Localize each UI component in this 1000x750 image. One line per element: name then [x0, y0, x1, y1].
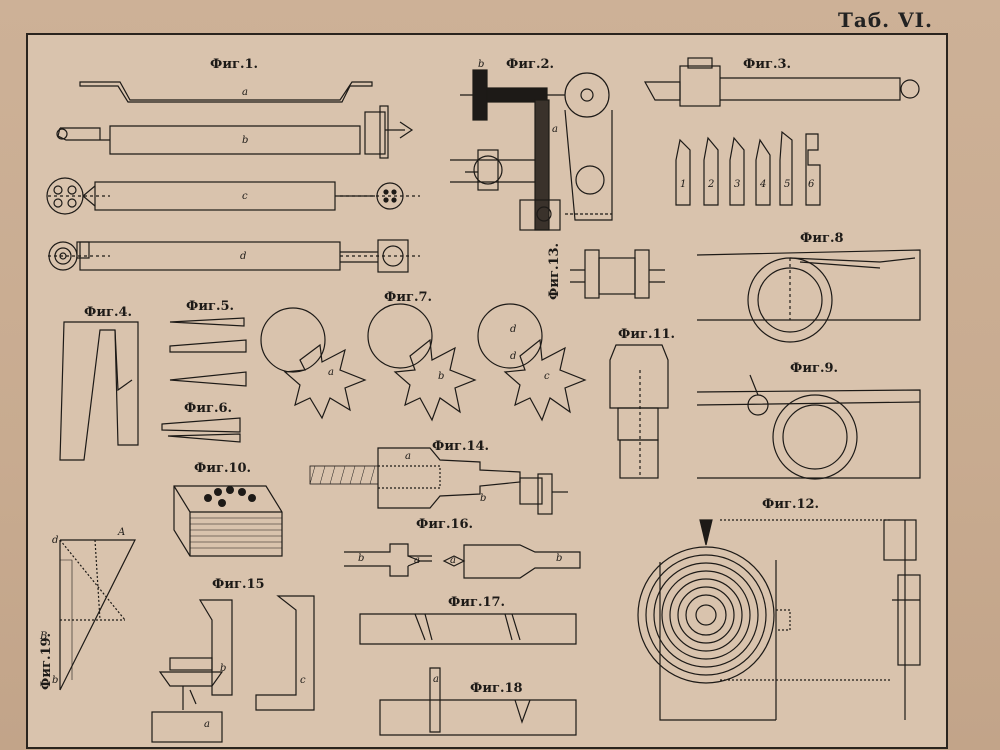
fig3-label: Фиг.3.: [743, 57, 792, 72]
fig18-label: Фиг.18: [470, 681, 523, 696]
fig10-11-13-drawing: [173, 249, 669, 557]
fig5-label: Фиг.5.: [186, 299, 235, 314]
fig7-drawing: [260, 303, 587, 422]
fig6-label: Фиг.6.: [184, 401, 233, 416]
fig19-letter-B: B: [40, 631, 48, 642]
fig15-label: Фиг.15: [212, 577, 265, 592]
fig2-label: Фиг.2.: [506, 57, 555, 72]
fig1-label: Фиг.1.: [210, 57, 259, 72]
fig7-letter-d1: d: [510, 324, 517, 335]
fig19-letter-b: b: [52, 675, 59, 686]
fig7-letter-a: a: [328, 367, 334, 378]
fig1-letter-c: c: [242, 191, 248, 202]
fig3-num-2: 2: [708, 179, 715, 190]
fig14-drawing: [309, 447, 568, 515]
fig2-letter-a: a: [552, 124, 558, 135]
fig3-drawing: [643, 57, 920, 206]
fig1-letter-b: b: [242, 135, 249, 146]
fig10-label: Фиг.10.: [194, 461, 252, 476]
fig3-num-6: 6: [808, 179, 815, 190]
fig2-letter-b: b: [478, 59, 485, 70]
fig19-drawing: [59, 539, 136, 691]
fig7-label: Фиг.7.: [384, 290, 433, 305]
fig3-num-1: 1: [680, 179, 687, 190]
fig4-label: Фиг.4.: [84, 305, 133, 320]
fig3-num-3: 3: [734, 179, 741, 190]
fig15-letter-c: c: [300, 675, 306, 686]
fig19-letter-d: d: [52, 535, 59, 546]
fig7-letter-d2: d: [510, 351, 517, 362]
fig4-5-6-drawing: [59, 317, 247, 461]
fig19-letter-A: A: [118, 527, 126, 538]
fig7-letter-c: c: [544, 371, 550, 382]
fig7-letter-b: b: [438, 371, 445, 382]
fig16-letter-a2: a: [450, 555, 456, 566]
fig14-letter-b: b: [480, 493, 487, 504]
fig1-letter-a: a: [242, 87, 248, 98]
fig16-letter-a1: a: [414, 555, 420, 566]
fig3-num-4: 4: [760, 179, 767, 190]
fig3-num-5: 5: [784, 179, 791, 190]
fig16-letter-b1: b: [358, 553, 365, 564]
fig2-drawing: [450, 69, 613, 231]
fig15-letter-a: a: [204, 719, 210, 730]
fig14-letter-a: a: [405, 451, 411, 462]
fig1-letter-d: d: [240, 251, 247, 262]
fig15-letter-b: b: [220, 663, 227, 674]
fig16-label: Фиг.16.: [416, 517, 474, 532]
fig9-label: Фиг.9.: [790, 361, 839, 376]
fig8-fig9-drawing: [696, 249, 921, 480]
fig12-drawing: [637, 519, 921, 721]
fig11-label: Фиг.11.: [618, 327, 676, 342]
fig18-letter-a: a: [433, 674, 439, 685]
fig17-label: Фиг.17.: [448, 595, 506, 610]
fig13-label: Фиг.13.: [547, 242, 562, 300]
fig1-drawing: [46, 81, 420, 273]
fig16-17-18-drawing: [344, 543, 581, 736]
fig8-label: Фиг.8: [800, 231, 844, 246]
fig15-drawing: [151, 595, 315, 743]
plate-title: Таб. VI.: [838, 8, 933, 32]
fig14-label: Фиг.14.: [432, 439, 490, 454]
fig16-letter-b2: b: [556, 553, 563, 564]
fig12-label: Фиг.12.: [762, 497, 820, 512]
